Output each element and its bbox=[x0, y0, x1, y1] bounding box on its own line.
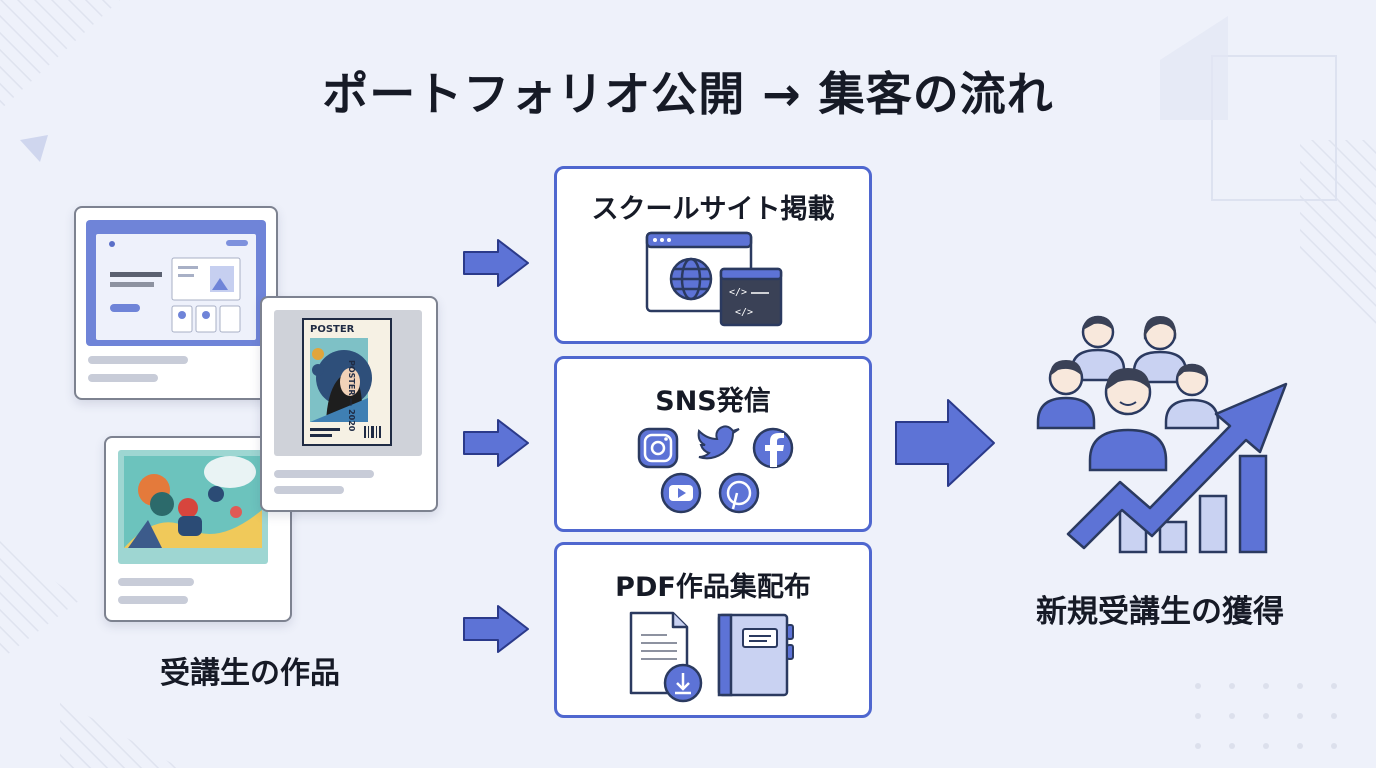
work-card-website bbox=[74, 206, 278, 400]
pdf-icons-group bbox=[629, 611, 794, 703]
browser-window-icon: </> </> bbox=[645, 231, 783, 327]
twitter-icon bbox=[697, 425, 740, 460]
big-arrow-icon bbox=[895, 399, 995, 487]
sns-icons-group bbox=[637, 425, 794, 514]
pinterest-icon bbox=[718, 472, 760, 514]
svg-text:</>: </> bbox=[735, 307, 753, 318]
download-icon bbox=[663, 663, 703, 703]
channel-box-sns: SNS発信 bbox=[554, 356, 872, 532]
channel-label: SNS発信 bbox=[655, 386, 771, 417]
website-mockup-illustration bbox=[86, 220, 266, 346]
arrow-icon bbox=[463, 239, 529, 287]
arrow-icon bbox=[463, 605, 529, 653]
youtube-icon bbox=[660, 472, 702, 514]
person-icon bbox=[1164, 363, 1220, 430]
portfolio-binder-icon bbox=[717, 613, 794, 697]
channel-label: スクールサイト掲載 bbox=[591, 194, 835, 225]
channel-box-school-site: スクールサイト掲載 </> </> bbox=[554, 166, 872, 344]
person-icon bbox=[1036, 360, 1096, 430]
poster-artwork: POSTER POSTER — 2020 bbox=[302, 318, 392, 446]
illustration-artwork bbox=[118, 450, 268, 564]
work-card-illustration bbox=[104, 436, 292, 622]
svg-text:</>: </> bbox=[729, 287, 747, 298]
works-caption: 受講生の作品 bbox=[160, 656, 340, 691]
growth-people-illustration bbox=[1036, 315, 1288, 554]
globe-icon bbox=[669, 257, 713, 301]
growth-arrow-icon bbox=[1066, 382, 1288, 550]
page-title: ポートフォリオ公開 → 集客の流れ bbox=[322, 67, 1054, 121]
code-window-icon: </> </> bbox=[719, 267, 783, 327]
growth-bars bbox=[1118, 454, 1268, 554]
arrow-icon bbox=[463, 419, 529, 467]
channel-label: PDF作品集配布 bbox=[615, 572, 811, 603]
poster-title: POSTER bbox=[310, 324, 355, 335]
work-card-poster: POSTER POSTER — 2020 bbox=[260, 296, 438, 512]
poster-side-text: POSTER — 2020 bbox=[347, 360, 356, 432]
poster-frame: POSTER POSTER — 2020 bbox=[274, 310, 422, 456]
channel-box-pdf: PDF作品集配布 bbox=[554, 542, 872, 718]
result-caption: 新規受講生の獲得 bbox=[1036, 594, 1284, 630]
person-icon bbox=[1088, 368, 1168, 472]
instagram-icon bbox=[637, 427, 679, 469]
facebook-icon bbox=[752, 427, 794, 469]
